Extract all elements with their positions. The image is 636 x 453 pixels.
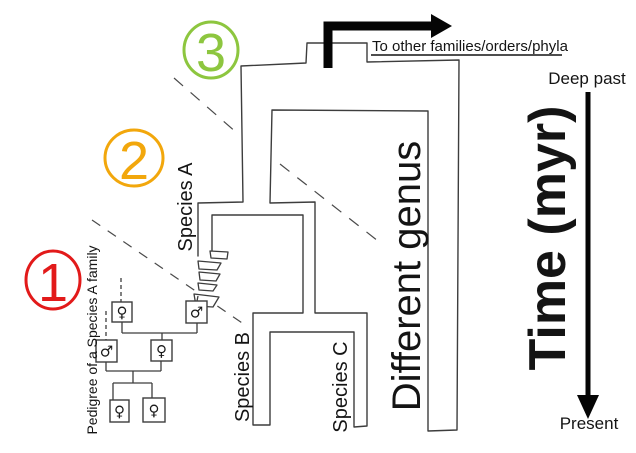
hatch-mark-1	[209, 250, 229, 260]
species-c-label: Species C	[330, 341, 352, 432]
hatch-mark-4	[197, 282, 218, 292]
pedigree-box-gen3-female-1	[109, 399, 130, 423]
zone-separator-lines	[91, 77, 379, 328]
separator-zone2-zone3-upper	[173, 77, 238, 134]
zoom-transition-hatches	[193, 250, 229, 308]
female-symbol: ♀	[117, 304, 128, 322]
different-genus-label: Different genus	[385, 141, 429, 412]
callout-1-circle-icon	[24, 249, 82, 311]
pedigree-connectors	[105, 295, 199, 400]
male-symbol: ♂	[100, 343, 113, 361]
pedigree-ancestor-dashed-lines	[105, 278, 122, 340]
callout-3-number: 3	[196, 23, 226, 83]
pedigree-box-gen3-female-2	[142, 397, 166, 423]
separator-zone1-zone2	[91, 219, 249, 328]
callout-1-number: 1	[38, 253, 68, 313]
callout-3-circle-icon	[182, 20, 240, 80]
callout-1: 1	[24, 249, 82, 313]
callout-2-number: 2	[119, 131, 149, 191]
species-a-label: Species A	[175, 162, 197, 252]
female-symbol: ♀	[156, 342, 167, 360]
time-axis-label: Time (myr)	[519, 106, 577, 371]
phylo-tree-outline	[197, 42, 460, 432]
time-axis-arrow	[577, 92, 599, 419]
to-other-families-label: To other families/orders/phyla	[372, 38, 569, 55]
pedigree-caption: Pedigree of a Species A family	[84, 245, 100, 434]
female-symbol: ♀	[114, 403, 125, 421]
time-arrow-head-icon	[577, 395, 599, 419]
female-symbol: ♀	[149, 402, 160, 420]
root-continuation-arrow	[323, 14, 452, 68]
pedigree-chart: ♀ ♂ ♂ ♀ ♀ ♀	[95, 278, 208, 423]
pedigree-box-gen2-female	[150, 339, 173, 362]
root-arrow-head-icon	[431, 14, 452, 38]
callout-3: 3	[182, 20, 240, 83]
callout-2-circle-icon	[103, 128, 165, 188]
male-symbol: ♂	[190, 304, 203, 322]
species-b-label: Species B	[232, 332, 254, 422]
pedigree-box-gen2-male	[95, 339, 118, 363]
pedigree-box-gen1-male	[185, 300, 208, 324]
deep-past-label: Deep past	[548, 69, 626, 88]
root-arrow-shaft	[323, 21, 431, 68]
hatch-mark-3	[198, 271, 221, 282]
pedigree-box-gen1-female	[111, 301, 133, 323]
present-label: Present	[560, 414, 619, 433]
callout-2: 2	[103, 128, 165, 191]
hatch-mark-2	[197, 260, 222, 271]
